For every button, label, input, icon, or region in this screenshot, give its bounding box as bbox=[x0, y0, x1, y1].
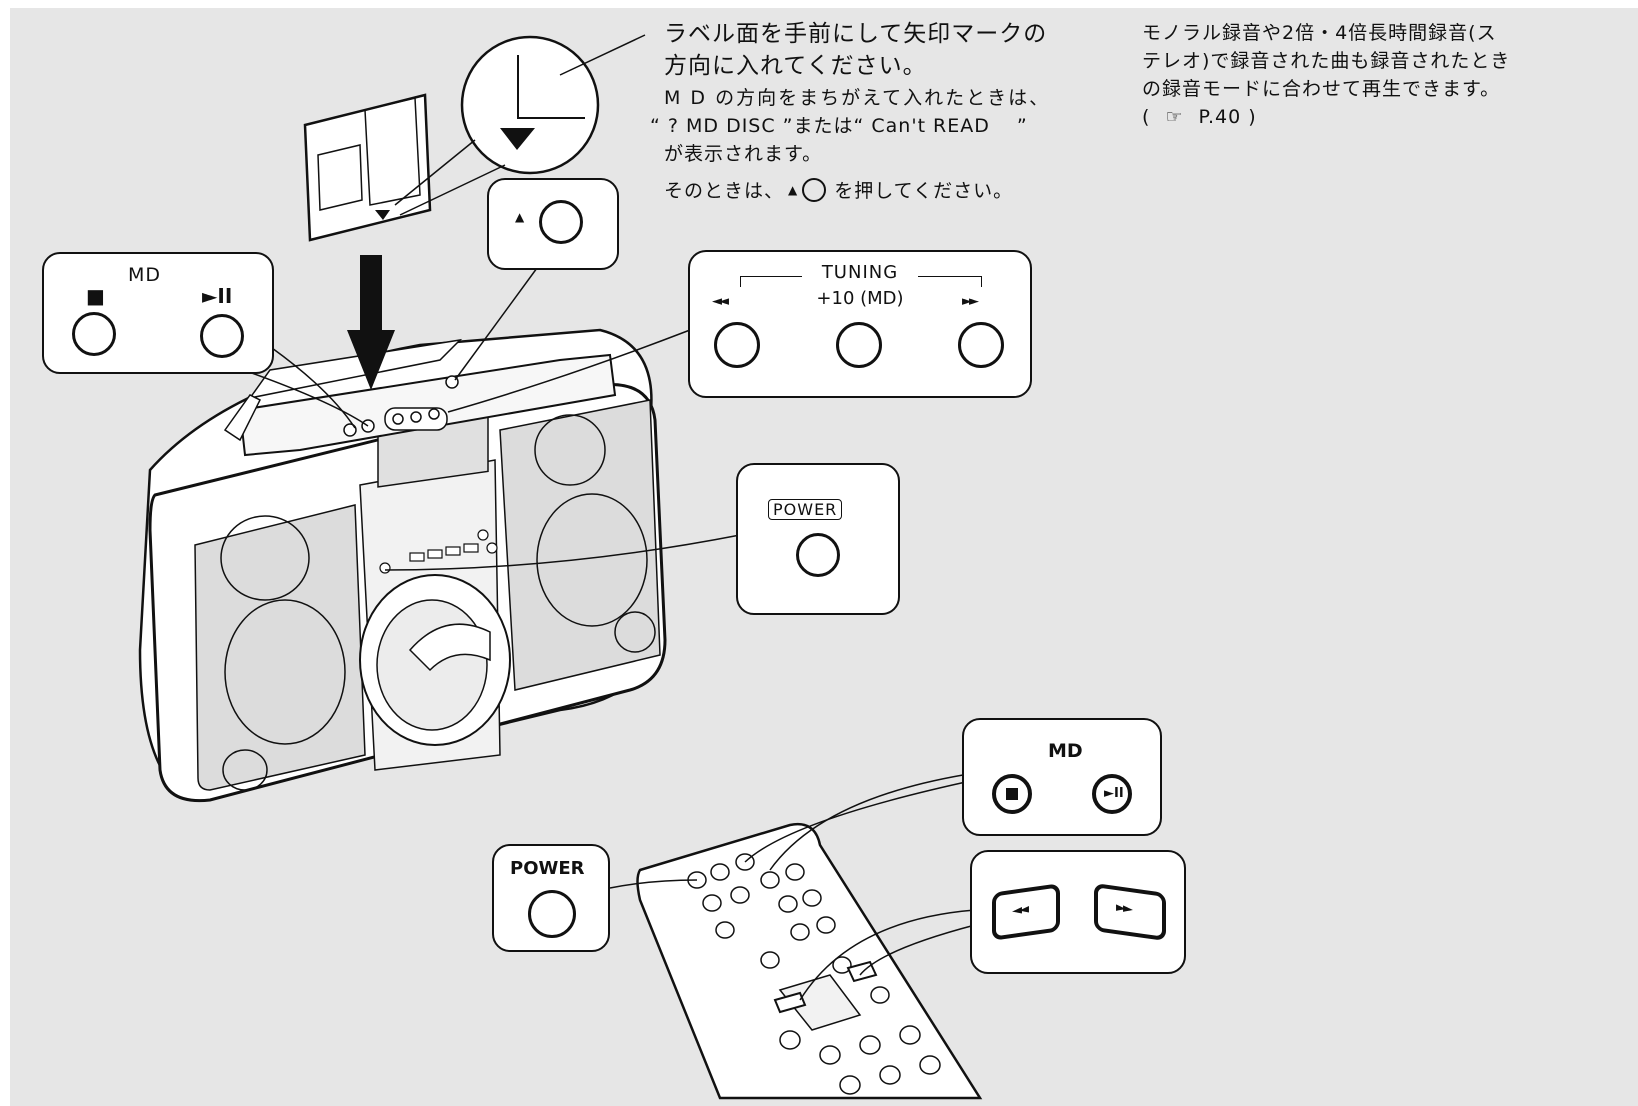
left-speaker-grille bbox=[194, 504, 366, 791]
magnifier-leader-1 bbox=[394, 139, 476, 206]
reference-open-paren: ( bbox=[1142, 106, 1151, 128]
top-buttons bbox=[343, 375, 459, 437]
instruction-line-1: ラベル面を手前にして矢印マークの bbox=[664, 21, 1048, 47]
play-pause-icon: ►II bbox=[202, 284, 233, 308]
callout-power-main-unit: POWER bbox=[736, 463, 900, 615]
remote-skip-back-button[interactable]: ◄◄ bbox=[992, 883, 1060, 941]
eject-instruction-pre: そのときは、 bbox=[664, 180, 785, 202]
remote-play-pause-button[interactable]: ►II bbox=[1092, 774, 1132, 814]
left-woofer bbox=[224, 599, 346, 745]
tuning-subtitle: +10 (MD) bbox=[816, 288, 904, 309]
stop-icon bbox=[1006, 788, 1018, 800]
callout-leaders bbox=[231, 267, 976, 1001]
eject-button-icon bbox=[802, 178, 827, 202]
wrong-insert-line-2: “ ? MD DISC ”または“ Can't READ ” bbox=[650, 115, 1028, 137]
remote-buttons bbox=[687, 853, 941, 1095]
top-control-deck bbox=[238, 353, 617, 457]
play-pause-icon: ►II bbox=[1104, 786, 1124, 801]
pointing-hand-icon: ☞ bbox=[1165, 106, 1184, 128]
wrong-insert-line-1: M D の方向をまちがえて入れたときは、 bbox=[664, 87, 1051, 109]
power-button[interactable] bbox=[796, 533, 840, 577]
remote-power-label: POWER bbox=[510, 858, 585, 879]
right-small-port bbox=[614, 611, 656, 653]
magnifier-arrow bbox=[500, 128, 535, 150]
magnifier-leader-2 bbox=[399, 164, 506, 216]
disc-magnifier bbox=[460, 35, 600, 175]
remote-body bbox=[636, 822, 983, 1100]
eject-button[interactable] bbox=[539, 200, 583, 244]
right-woofer bbox=[536, 493, 648, 627]
md-disc-shutter bbox=[364, 97, 421, 206]
side-note-line-3: の録音モードに合わせて再生できます。 bbox=[1142, 78, 1501, 100]
play-pause-button[interactable] bbox=[200, 314, 244, 358]
front-buttons bbox=[379, 529, 498, 574]
callout-remote-skip: ◄◄ ►► bbox=[970, 850, 1186, 974]
side-note-reference: ( ☞ P.40 ) bbox=[1142, 104, 1257, 131]
remote-skip-forward-button[interactable]: ►► bbox=[1094, 882, 1166, 942]
left-tweeter bbox=[220, 515, 310, 601]
reference-close-paren: ) bbox=[1248, 106, 1257, 128]
eject-icon: ▲ bbox=[515, 210, 525, 224]
remote-md-title: MD bbox=[1048, 740, 1083, 762]
md-disc-window bbox=[317, 144, 363, 211]
cd-door-handle bbox=[408, 623, 491, 672]
right-tweeter bbox=[534, 414, 606, 486]
remote-power-button[interactable] bbox=[528, 890, 576, 938]
side-note-line-2: テレオ)で録音された曲も録音されたとき bbox=[1142, 50, 1511, 72]
skip-back-icon: ◄◄ bbox=[712, 294, 729, 309]
eject-instruction: そのときは、▲ を押してください。 bbox=[664, 178, 1013, 207]
callout-power-remote: POWER bbox=[492, 844, 610, 952]
right-speaker-grille bbox=[499, 399, 661, 691]
callout-eject: ▲ bbox=[487, 178, 619, 270]
wrong-insert-line-3: が表示されます。 bbox=[664, 143, 823, 165]
stop-button[interactable] bbox=[72, 312, 116, 356]
skip-back-icon: ◄◄ bbox=[1012, 902, 1026, 919]
left-small-port bbox=[222, 749, 268, 791]
plus10-button[interactable] bbox=[836, 322, 882, 368]
md-disc-arrow bbox=[375, 210, 390, 220]
callout-md-remote: MD ►II bbox=[962, 718, 1162, 836]
md-title: MD bbox=[128, 264, 162, 286]
instruction-line-2: 方向に入れてください。 bbox=[664, 53, 927, 79]
stop-icon: ■ bbox=[86, 284, 105, 308]
callout-tuning: TUNING +10 (MD) ◄◄ ►► bbox=[688, 250, 1032, 398]
power-label: POWER bbox=[768, 499, 843, 520]
tuning-title: TUNING bbox=[802, 262, 918, 283]
reference-page: P.40 bbox=[1198, 106, 1242, 128]
eject-instruction-post: を押してください。 bbox=[834, 180, 1014, 202]
magnifier-corner-line bbox=[517, 55, 585, 119]
skip-forward-icon: ►► bbox=[1116, 900, 1130, 917]
side-note-line-1: モノラル録音や2倍・4倍長時間録音(ス bbox=[1142, 22, 1497, 44]
skip-forward-icon: ►► bbox=[962, 294, 979, 309]
eject-icon: ▲ bbox=[788, 183, 799, 197]
instruction-leader bbox=[559, 34, 646, 76]
remote-stop-button[interactable] bbox=[992, 774, 1032, 814]
callout-md-main-unit: MD ■ ►II bbox=[42, 252, 274, 374]
remote-dpad bbox=[778, 974, 862, 1031]
rear-handle bbox=[223, 394, 262, 442]
skip-back-button[interactable] bbox=[714, 322, 760, 368]
insert-arrow bbox=[347, 255, 395, 390]
skip-forward-button[interactable] bbox=[958, 322, 1004, 368]
